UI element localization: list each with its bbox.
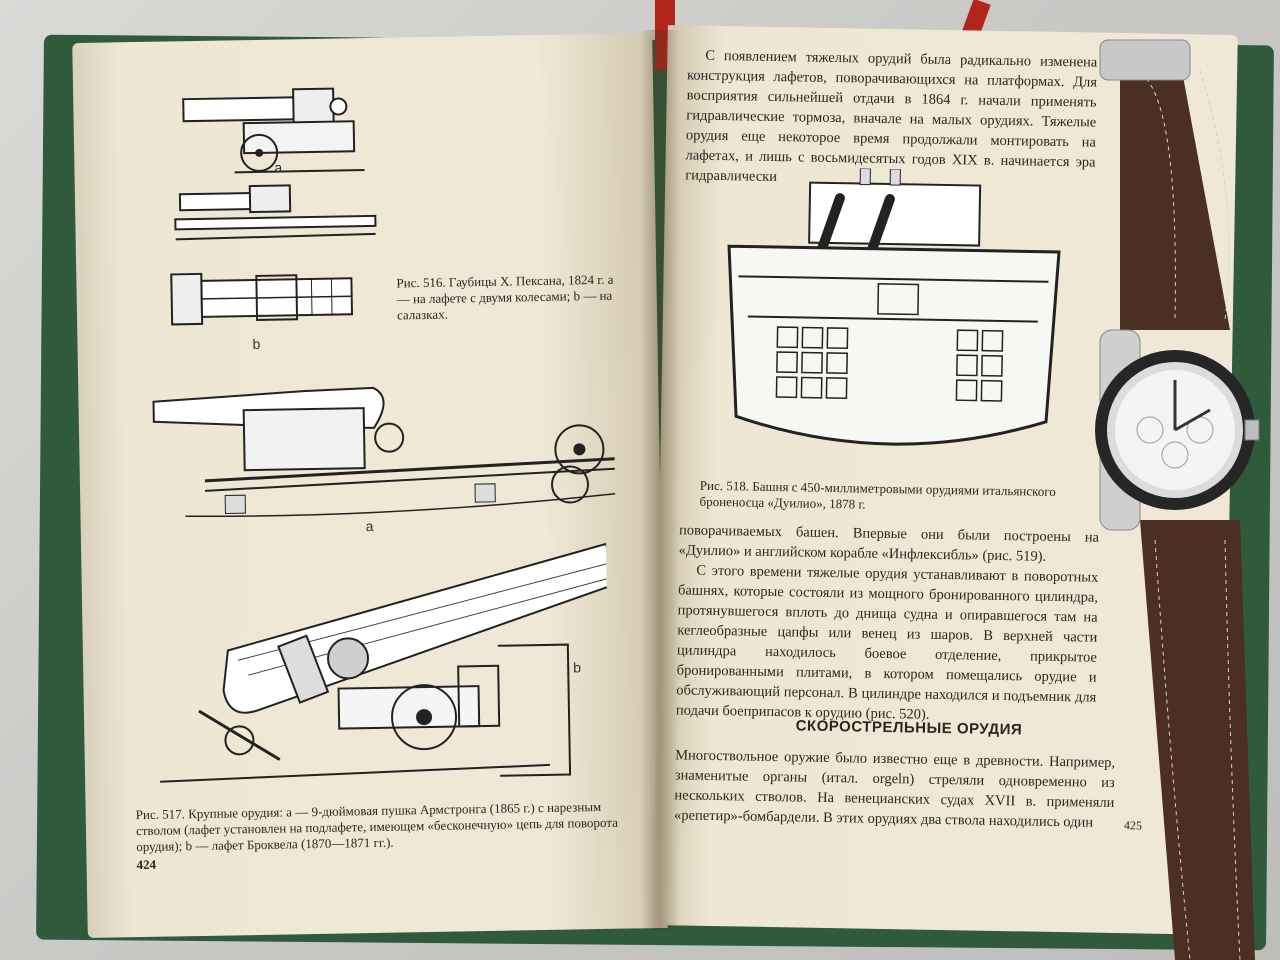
quickfire-paragraph: Многоствольное оружие было известно еще … xyxy=(674,745,1115,833)
book-spine-shadow xyxy=(640,30,680,930)
figure-518-turret-cross-section xyxy=(727,167,1061,446)
left-page-number: 424 xyxy=(136,856,157,873)
right-page: С появлением тяжелых орудий была радикал… xyxy=(652,25,1238,935)
figure-516-caption: Рис. 516. Гаубицы Х. Пексана, 1824 г. а … xyxy=(396,271,614,323)
figure-516b-cannon-on-sled xyxy=(174,184,377,241)
left-page: a b Рис. 516. Гаубицы Х. Пексана, 1824 г… xyxy=(72,33,668,938)
figure-517a-armstrong-gun xyxy=(152,386,616,518)
turret-paragraph-2: С этого времени тяжелые орудия устанавли… xyxy=(675,562,1099,723)
figure-517b-label: b xyxy=(573,659,582,676)
section-heading: СКОРОСТРЕЛЬНЫЕ ОРУДИЯ xyxy=(795,717,1023,739)
figure-517-caption: Рис. 517. Крупные орудия: а — 9-дюймовая… xyxy=(135,799,619,855)
figure-516a-label: a xyxy=(274,159,283,176)
figure-516b-top-view xyxy=(170,272,354,326)
figure-517b-brockwell-carriage xyxy=(160,542,611,783)
figure-518-caption: Рис. 518. Башня с 450-миллиметровыми ору… xyxy=(699,477,1056,512)
quickfire-paragraph-text: Многоствольное оружие было известно еще … xyxy=(673,747,1116,831)
figure-516a-cannon-on-carriage xyxy=(182,87,365,174)
wristwatch xyxy=(1095,39,1260,960)
turret-paragraph: поворачиваемых башен. Впервые они были п… xyxy=(676,520,1099,727)
figure-516b-label: b xyxy=(252,335,261,353)
